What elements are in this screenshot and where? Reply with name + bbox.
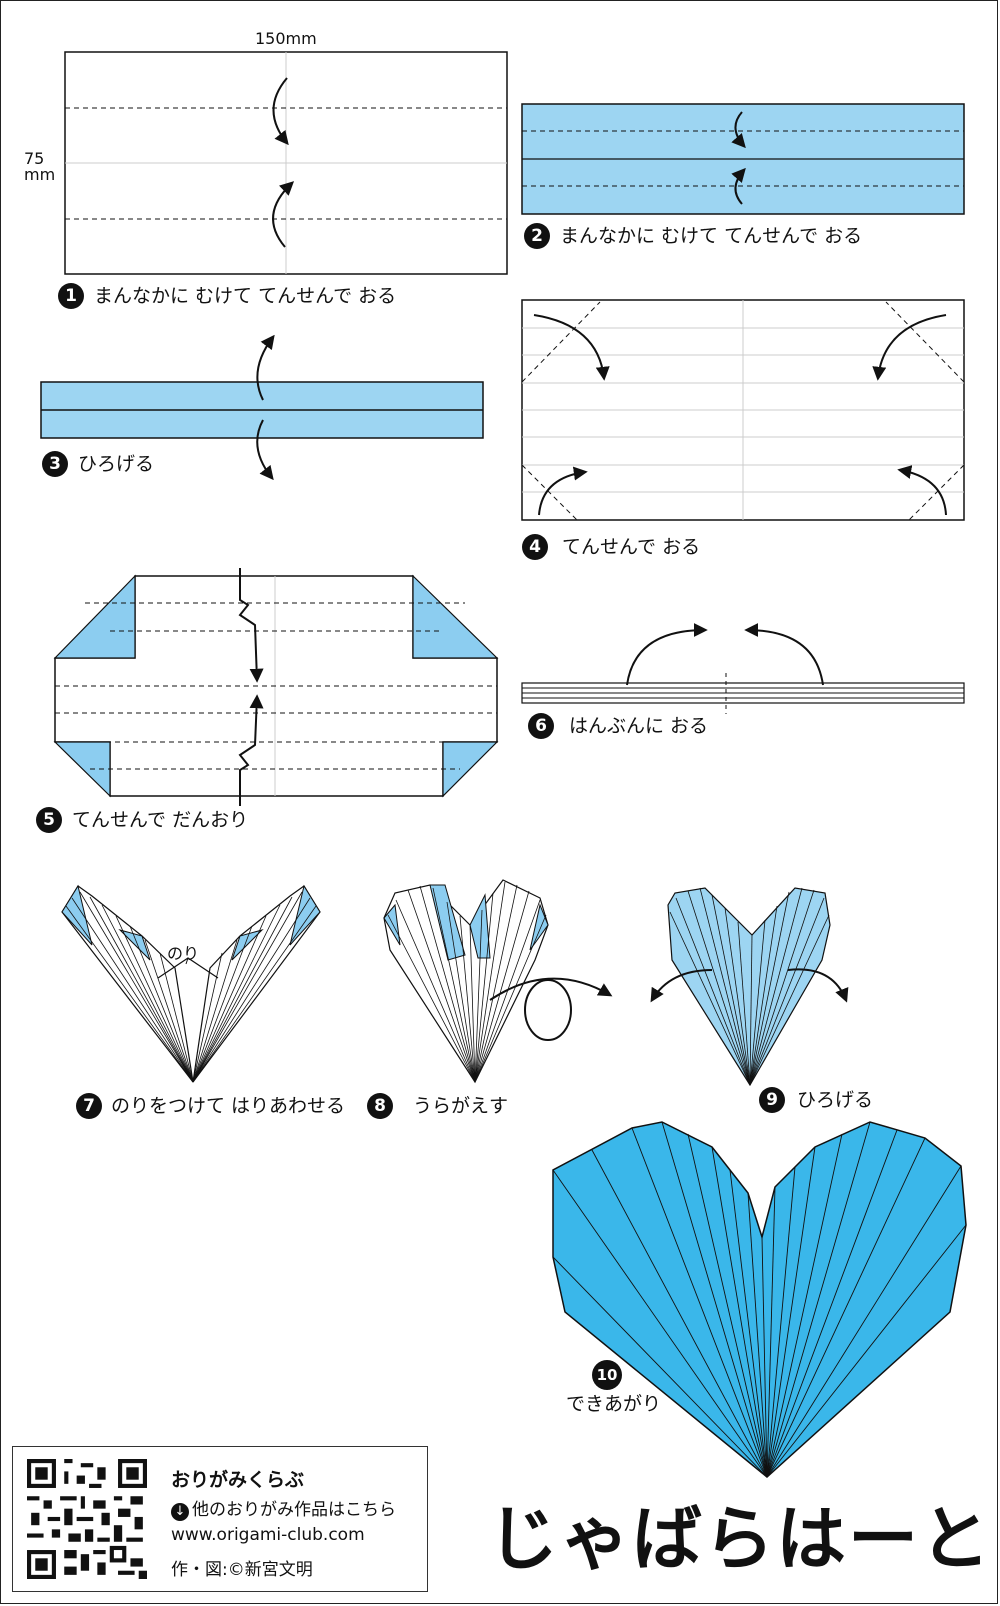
footer-info-box: おりがみくらぶ ↓他のおりがみ作品はこちら www.origami-club.c… (12, 1446, 428, 1592)
step5-diagram (53, 568, 499, 806)
author-credit: 作・図:©新宮文明 (171, 1560, 313, 1580)
step7-number: 7 (76, 1093, 102, 1119)
step7-instruction: のりをつけて はりあわせる (111, 1095, 346, 1117)
step8-instruction: うらがえす (413, 1095, 509, 1117)
step5-number: 5 (36, 807, 62, 833)
step4-number: 4 (522, 534, 548, 560)
step9-instruction: ひろげる (797, 1089, 874, 1111)
step3-diagram (40, 334, 484, 481)
step6-instruction: はんぶんに おる (569, 715, 709, 737)
page-title: じゃばらはーと (488, 1498, 992, 1580)
step10-instruction: できあがり (566, 1393, 662, 1415)
step2-number: 2 (524, 223, 550, 249)
step1-diagram (64, 51, 508, 275)
more-origami-link[interactable]: ↓他のおりがみ作品はこちら (171, 1495, 396, 1521)
glue-label: のり (167, 944, 200, 963)
step6-number: 6 (528, 713, 554, 739)
step3-instruction: ひろげる (78, 453, 155, 475)
step7-diagram (61, 884, 321, 1083)
down-arrow-circle-icon: ↓ (171, 1503, 189, 1521)
step1-instruction: まんなかに むけて てんせんで おる (94, 285, 397, 307)
step4-diagram (521, 299, 965, 521)
step8-diagram (383, 879, 613, 1084)
height-dimension-unit: mm (24, 165, 56, 184)
site-url-link[interactable]: www.origami-club.com (171, 1525, 365, 1545)
brand-name: おりがみくらぶ (171, 1469, 305, 1491)
step8-number: 8 (367, 1093, 393, 1119)
qr-code-icon[interactable] (27, 1459, 147, 1579)
height-dimension-label: 75 (24, 149, 45, 168)
step5-instruction: てんせんで だんおり (72, 809, 249, 831)
step2-instruction: まんなかに むけて てんせんで おる (560, 225, 863, 247)
width-dimension-label: 150mm (255, 29, 317, 48)
step1-number: 1 (58, 283, 84, 309)
step9-number: 9 (759, 1087, 785, 1113)
step10-number: 10 (592, 1360, 622, 1390)
step4-instruction: てんせんで おる (562, 536, 701, 558)
step3-number: 3 (42, 451, 68, 477)
step9-diagram (650, 887, 849, 1087)
step2-diagram (521, 103, 965, 215)
step10-final-heart (552, 1121, 967, 1478)
step6-diagram (521, 623, 965, 714)
more-origami-text: 他のおりがみ作品はこちら (192, 1500, 396, 1520)
